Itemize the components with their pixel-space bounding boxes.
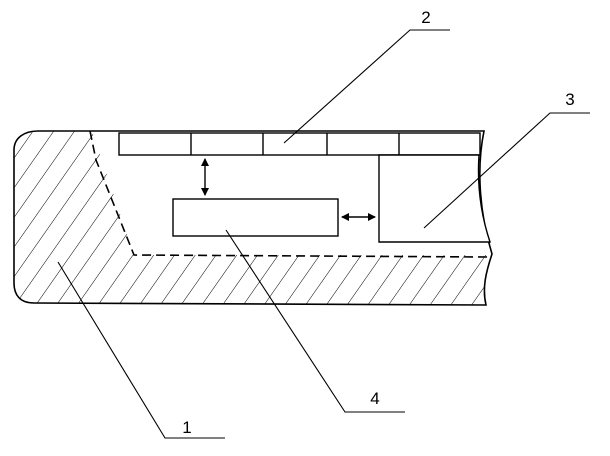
callout-label-3: 3 [565, 90, 574, 109]
callout-label-4: 4 [370, 389, 379, 408]
body-outline [13, 130, 493, 306]
hatched-base-region [14, 131, 492, 305]
segmented-strip [118, 132, 481, 156]
callout-label-1: 1 [182, 418, 191, 437]
leader-lines [57, 29, 590, 439]
leader-line-1 [57, 261, 225, 439]
recess-dashed-boundary [89, 130, 489, 258]
leader-line-2 [283, 29, 450, 144]
callout-label-2: 2 [421, 8, 430, 27]
inner-element [172, 198, 339, 237]
leader-line-4 [225, 229, 405, 413]
side-block [378, 154, 491, 243]
leader-line-3 [423, 112, 590, 229]
